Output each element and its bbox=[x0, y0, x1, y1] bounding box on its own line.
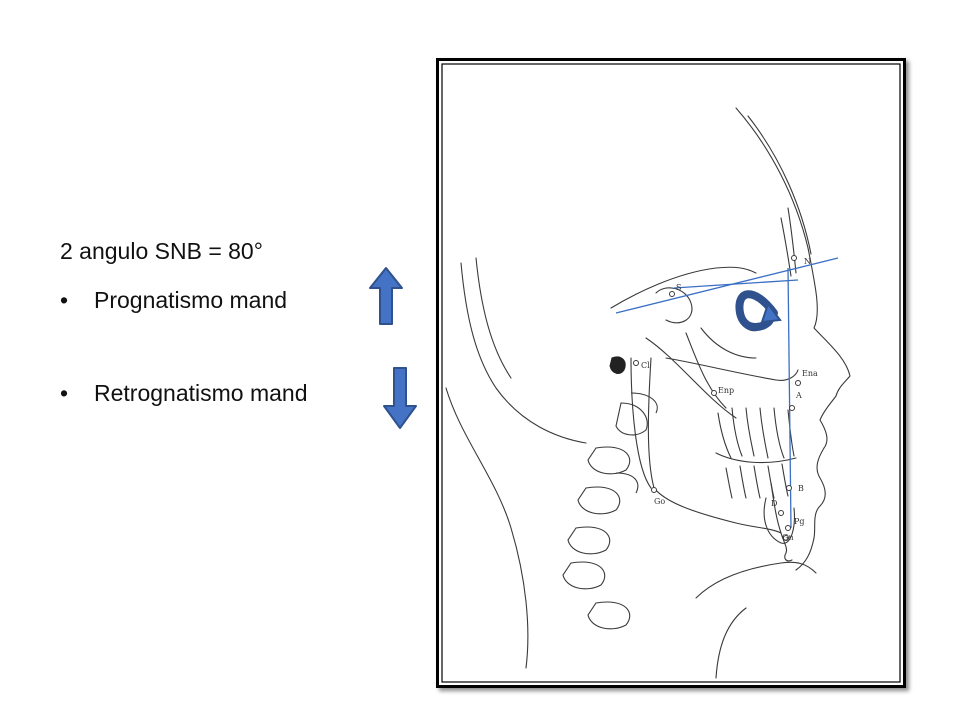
label-go: Go bbox=[654, 497, 665, 506]
bullet-text: Prognatismo mand bbox=[94, 287, 288, 313]
label-d: D bbox=[771, 499, 777, 508]
s-n-plane bbox=[673, 279, 799, 289]
bullet-item-retrognatismo: • Retrognatismo mand bbox=[60, 380, 308, 407]
label-s: S bbox=[676, 283, 681, 292]
label-gn: Gn bbox=[782, 533, 794, 542]
landmark-points bbox=[633, 255, 801, 541]
sn-line bbox=[615, 257, 839, 314]
label-a: A bbox=[795, 391, 802, 400]
up-arrow-icon bbox=[369, 267, 403, 325]
label-enp: Enp bbox=[718, 386, 734, 395]
cephalometric-tracing: S N Cl Ena Enp A B D Pg Gn Go bbox=[436, 58, 906, 688]
label-ci: Cl bbox=[641, 361, 650, 370]
cervical-vertebrae bbox=[562, 392, 658, 630]
slide-title: 2 angulo SNB = 80° bbox=[60, 238, 263, 264]
down-arrow-icon bbox=[383, 367, 417, 429]
label-ena: Ena bbox=[802, 369, 818, 378]
rotation-arrow-icon bbox=[735, 290, 782, 331]
bullet-dot: • bbox=[60, 380, 69, 406]
label-b: B bbox=[798, 484, 804, 493]
porion-marker bbox=[609, 356, 626, 374]
label-n: N bbox=[804, 257, 811, 266]
nb-line bbox=[787, 267, 792, 529]
bullet-item-prognatismo: • Prognatismo mand bbox=[60, 287, 287, 314]
label-pg: Pg bbox=[794, 517, 805, 526]
reference-lines bbox=[615, 257, 839, 529]
bullet-dot: • bbox=[60, 287, 69, 313]
bullet-text: Retrognatismo mand bbox=[94, 380, 308, 406]
cephalometric-figure: S N Cl Ena Enp A B D Pg Gn Go bbox=[436, 58, 906, 688]
